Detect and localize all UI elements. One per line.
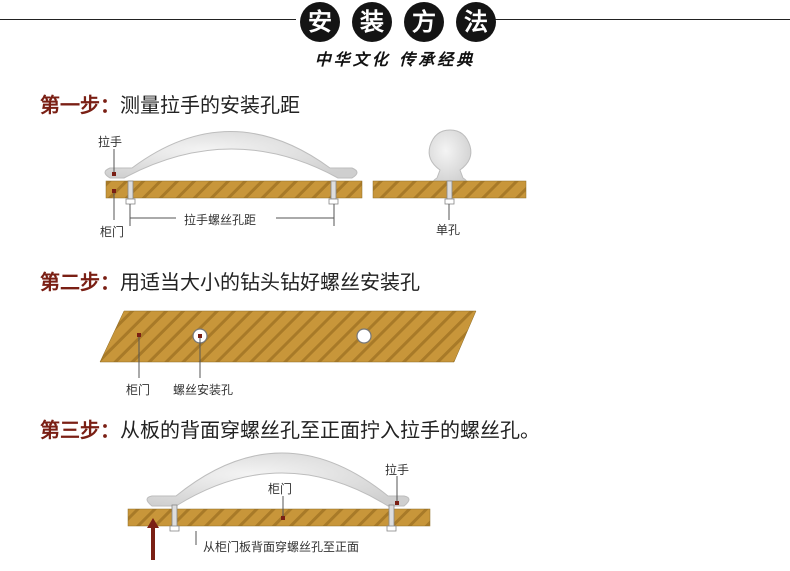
banner-char-4: 法 (456, 2, 496, 42)
step2-text: 用适当大小的钻头钻好螺丝安装孔 (120, 270, 420, 294)
step3-handle (146, 452, 410, 507)
step1-handle (104, 131, 358, 179)
step1-screw-left (127, 180, 134, 200)
step2-heading: 第二步：用适当大小的钻头钻好螺丝安装孔 (40, 266, 420, 295)
step3-screw-left (171, 504, 178, 528)
step3-door-label: 柜门 (268, 482, 293, 496)
step2-board (99, 310, 477, 363)
step1-board-diagram (104, 131, 363, 226)
step3-label: 第三步： (40, 418, 120, 442)
step1-single-label: 单孔 (436, 223, 461, 237)
step1-knob (428, 129, 472, 183)
step3-text: 从板的背面穿螺丝孔至正面拧入拉手的螺丝孔。 (120, 418, 540, 442)
step1-door-marker (112, 189, 116, 193)
step1-heading: 第一步：测量拉手的安装孔距 (40, 89, 300, 118)
banner-line-right (494, 19, 790, 20)
step3-heading: 第三步：从板的背面穿螺丝孔至正面拧入拉手的螺丝孔。 (40, 414, 540, 443)
step1-distance-label: 拉手螺丝孔距 (184, 213, 257, 227)
step2-board-diagram (99, 310, 477, 378)
step1-screw-right (330, 180, 337, 200)
step1-handle-label: 拉手 (98, 135, 123, 149)
step3-board (127, 508, 431, 527)
step2-hole-right (356, 328, 372, 344)
step1-single-hole-diagram (372, 129, 527, 220)
step1-handle-marker (112, 172, 116, 176)
banner-char-3: 方 (404, 2, 444, 42)
step1-text: 测量拉手的安装孔距 (120, 93, 300, 117)
step2-hole-marker (198, 334, 202, 338)
step2-hole-label: 螺丝安装孔 (173, 383, 234, 397)
banner-char-2: 装 (352, 2, 392, 42)
step3-door-marker (281, 516, 285, 520)
step3-handle-marker (395, 501, 399, 505)
step1-door-label: 柜门 (100, 225, 125, 239)
step3-screw-right (388, 504, 395, 528)
step2-door-marker (137, 333, 141, 337)
step3-handle-label: 拉手 (385, 463, 410, 477)
step2-label: 第二步： (40, 270, 120, 294)
step2-door-label: 柜门 (126, 383, 151, 397)
step1-single-screw (446, 180, 453, 200)
banner-line-left (0, 19, 296, 20)
step3-arrow-icon (147, 518, 159, 560)
step1-label: 第一步： (40, 93, 120, 117)
banner-subtitle: 中华文化 传承经典 (314, 50, 476, 69)
banner-char-1: 安 (300, 2, 340, 42)
step3-board-diagram (127, 452, 431, 560)
step1-board (105, 180, 363, 199)
step3-through-label: 从柜门板背面穿螺丝孔至正面 (203, 540, 360, 554)
